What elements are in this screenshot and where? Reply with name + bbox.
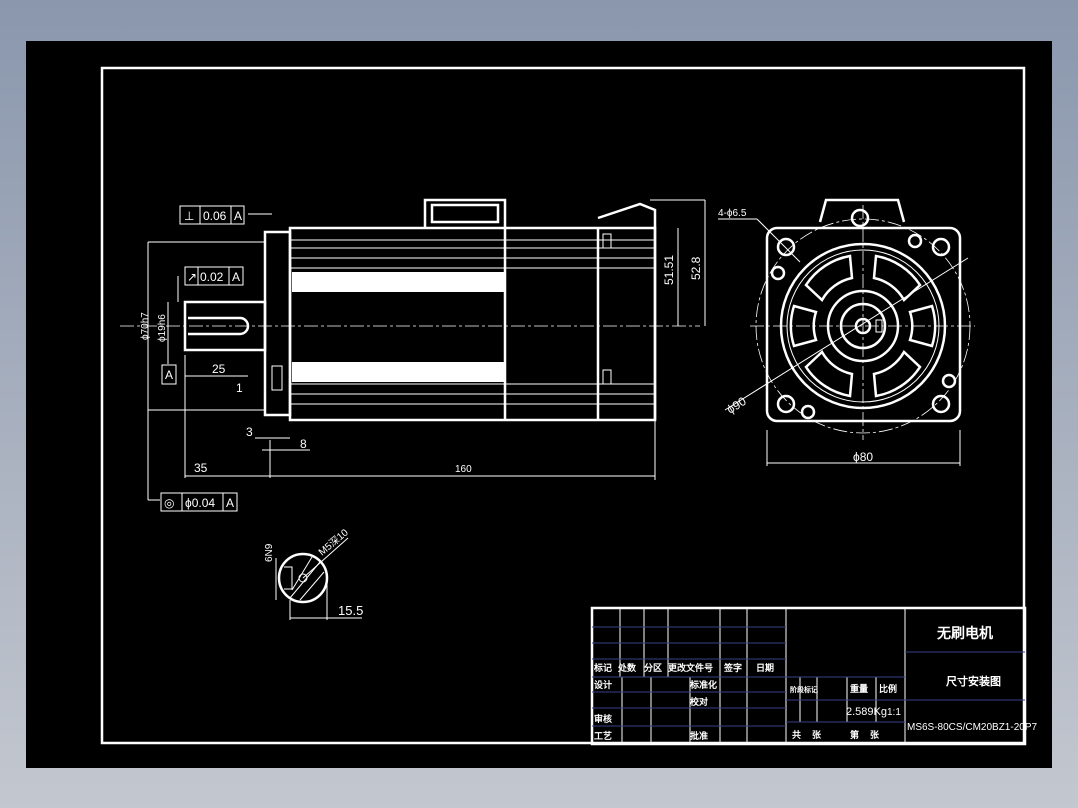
- shaft-section-view: 6N9 M5深10 15.5: [264, 526, 363, 620]
- svg-text:A: A: [226, 496, 234, 510]
- sheets-total: 共: [792, 729, 801, 740]
- cad-drawing: 35 160 25 1 3 8 ϕ70h7 ϕ19h6 51.51 52.8 ⊥…: [100, 66, 1037, 746]
- header-date: 日期: [756, 662, 774, 673]
- svg-text:0.06: 0.06: [203, 209, 227, 223]
- drawing-frame: [100, 66, 1026, 745]
- perpendicularity-frame: ⊥ 0.06 A: [179, 205, 245, 225]
- dim-mounting-holes: 4-ϕ6.5: [718, 208, 747, 219]
- dim-pilot: 8: [300, 437, 307, 451]
- dim-height-2: 52.8: [689, 256, 703, 280]
- drawing-title: 无刷电机: [936, 625, 993, 641]
- motor-end-view: 4-ϕ6.5 ϕ90 ϕ80: [718, 198, 975, 466]
- header-sign: 签字: [723, 662, 742, 673]
- dim-square: ϕ80: [853, 450, 873, 464]
- svg-text:↗: ↗: [187, 270, 197, 284]
- stage-label: 阶段标记: [790, 685, 818, 694]
- dim-height-1: 51.51: [662, 255, 676, 285]
- dim-key-length: 25: [212, 362, 226, 376]
- dim-flange-thickness: 3: [246, 425, 253, 439]
- part-number: MS6S-80CS/CM20BZ1-20P7: [907, 722, 1037, 733]
- sheets-unit: 张: [812, 729, 822, 740]
- dim-shaft-diameter: ϕ19h6: [157, 314, 168, 342]
- row-approve: 批准: [690, 730, 708, 741]
- scale-value: 1:1: [887, 707, 901, 718]
- sheet-current: 第: [850, 729, 859, 740]
- scale-label: 比例: [879, 683, 897, 694]
- header-count: 处数: [617, 662, 637, 673]
- svg-text:A: A: [234, 209, 242, 223]
- svg-text:0.02: 0.02: [200, 270, 224, 284]
- sheet-unit: 张: [870, 729, 880, 740]
- drawing-name: 尺寸安装图: [946, 674, 1001, 688]
- dim-thread: M5深10: [316, 526, 351, 558]
- header-zone: 分区: [644, 662, 662, 673]
- runout-frame: ↗ 0.02 A: [184, 266, 244, 286]
- weight-label: 重量: [850, 683, 868, 694]
- motor-side-view: 35 160 25 1 3 8 ϕ70h7 ϕ19h6 51.51 52.8 ⊥…: [120, 198, 706, 512]
- dim-flange-diameter: ϕ70h7: [140, 312, 151, 340]
- row-standard: 标准化: [689, 679, 717, 690]
- dim-body-length: 160: [455, 464, 472, 475]
- drawing-canvas[interactable]: 35 160 25 1 3 8 ϕ70h7 ϕ19h6 51.51 52.8 ⊥…: [26, 41, 1052, 768]
- concentricity-frame: ◎ ϕ0.04 A: [160, 492, 238, 512]
- title-block: 标记 处数 分区 更改文件号 签字 日期 设计 标准化 校对 审核 工艺 批准 …: [590, 606, 1037, 746]
- weight-value: 2.589Kg: [846, 706, 887, 718]
- svg-text:ϕ0.04: ϕ0.04: [185, 496, 215, 510]
- row-check: 校对: [690, 696, 708, 707]
- svg-text:⊥: ⊥: [184, 209, 194, 223]
- svg-text:◎: ◎: [164, 496, 174, 510]
- dim-section-width: 15.5: [338, 603, 363, 618]
- row-process: 工艺: [594, 730, 612, 741]
- header-change-doc: 更改文件号: [668, 662, 713, 673]
- header-mark: 标记: [593, 662, 612, 673]
- svg-text:A: A: [165, 368, 173, 382]
- svg-text:A: A: [232, 270, 240, 284]
- row-design: 设计: [594, 679, 612, 690]
- dim-key-width: 6N9: [264, 543, 275, 562]
- dim-chamfer: 1: [236, 381, 243, 395]
- row-review: 审核: [594, 713, 612, 724]
- datum-a-box: A: [161, 364, 177, 385]
- dim-shaft-length: 35: [194, 461, 208, 475]
